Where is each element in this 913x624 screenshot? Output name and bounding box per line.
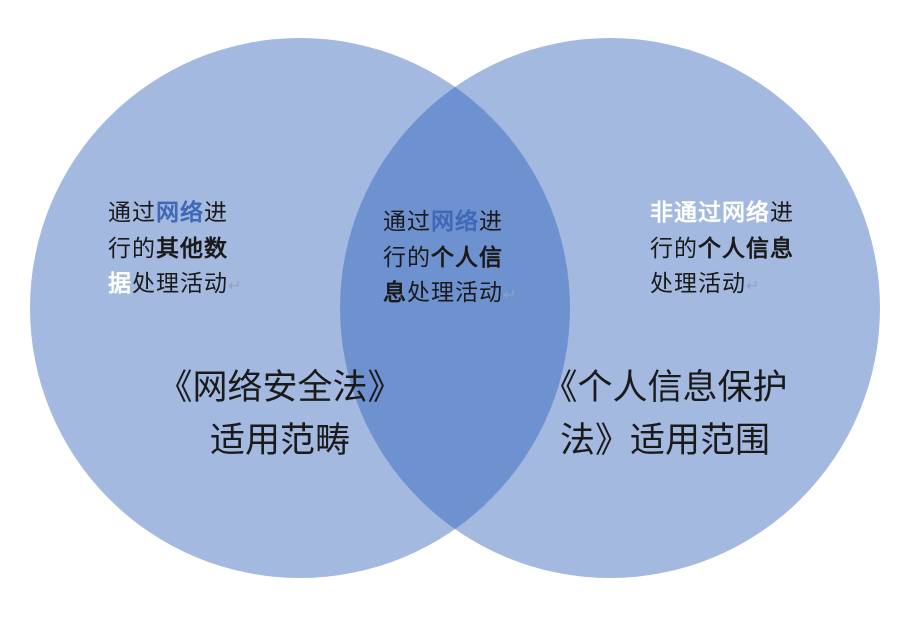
overlap-region-line-2: 行的个人信	[383, 241, 583, 277]
paragraph-mark-icon: ↵	[746, 276, 761, 296]
left-line3-highlight: 据	[108, 271, 132, 298]
right-line2-bold: 个人信息	[698, 235, 794, 262]
right-line3-text: 处理活动	[650, 271, 746, 298]
left-line1-text: 通过	[108, 200, 156, 226]
overlap-line2-text: 行的	[383, 244, 431, 271]
overlap-line1-tail: 进	[479, 209, 503, 235]
overlap-line2-bold: 个人信	[431, 244, 503, 271]
overlap-line3-text: 处理活动	[407, 280, 503, 307]
paragraph-mark-icon: ↵	[228, 276, 243, 296]
right-line2-text: 行的	[650, 235, 698, 262]
cybersecurity-law-label: 《网络安全法》 适用范畴	[120, 362, 440, 467]
pipl-label: 《个人信息保护 法》适用范围	[505, 362, 825, 467]
pipl-line-1: 《个人信息保护	[542, 368, 788, 408]
left-line1-tail: 进	[204, 200, 228, 226]
overlap-region-text: 通过网络进 行的个人信 息处理活动↵	[383, 205, 583, 312]
cybersecurity-law-line-2: 适用范畴	[209, 420, 350, 461]
left-line2-bold: 其他数	[156, 235, 228, 262]
right-region-text: 非通过网络进 行的个人信息 处理活动↵	[650, 196, 860, 303]
left-region-text: 通过网络进 行的其他数 据处理活动↵	[108, 196, 308, 303]
right-region-line-3: 处理活动↵	[650, 267, 860, 303]
overlap-line1-text: 通过	[383, 209, 431, 235]
left-region-line-1: 通过网络进	[108, 196, 308, 232]
paragraph-mark-icon: ↵	[503, 285, 518, 305]
overlap-line1-highlight: 网络	[431, 209, 479, 235]
overlap-region-line-1: 通过网络进	[383, 205, 583, 241]
overlap-region	[340, 38, 570, 578]
left-region-line-2: 行的其他数	[108, 232, 308, 268]
cybersecurity-law-line-1: 《网络安全法》	[157, 368, 403, 408]
pipl-line-2: 法》适用范围	[559, 420, 770, 461]
right-line1-tail: 进	[770, 200, 794, 226]
right-region-line-1: 非通过网络进	[650, 196, 860, 232]
overlap-region-line-3: 息处理活动↵	[383, 276, 583, 312]
left-line1-highlight: 网络	[156, 200, 204, 226]
right-region-line-2: 行的个人信息	[650, 232, 860, 268]
right-line1-highlight: 非通过网络	[650, 200, 770, 226]
left-line3-text: 处理活动	[132, 271, 228, 298]
overlap-line3-bold: 息	[383, 280, 407, 307]
left-line2-text: 行的	[108, 235, 156, 262]
left-region-line-3: 据处理活动↵	[108, 267, 308, 303]
